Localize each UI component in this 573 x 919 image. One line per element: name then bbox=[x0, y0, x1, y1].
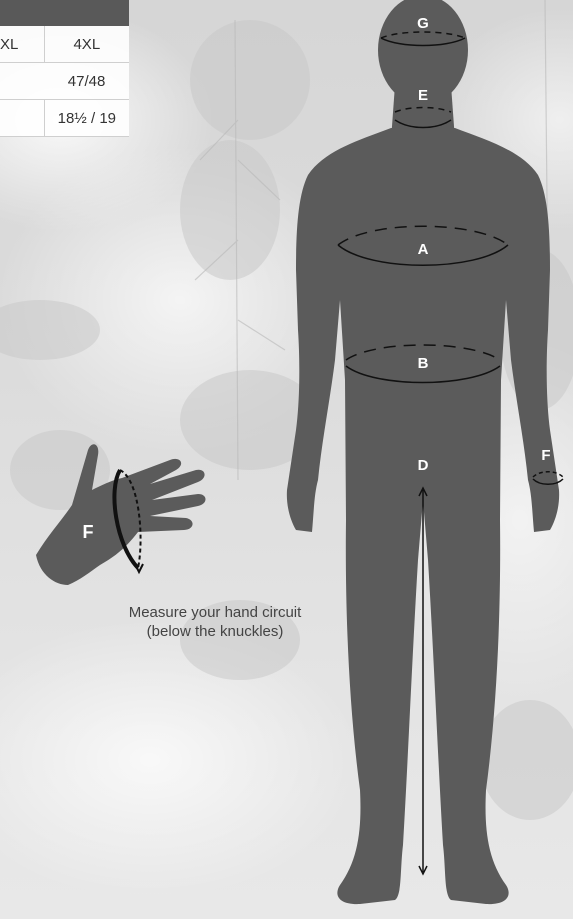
label-a: A bbox=[418, 241, 429, 258]
label-b: B bbox=[418, 355, 429, 372]
hand-caption-line2: (below the knuckles) bbox=[147, 622, 284, 641]
label-e: E bbox=[418, 87, 428, 104]
label-f-wrist: F bbox=[541, 447, 550, 464]
label-f-hand: F bbox=[83, 522, 94, 542]
label-d: D bbox=[418, 457, 429, 474]
label-g: G bbox=[417, 15, 429, 32]
hand-illustration: F bbox=[36, 444, 206, 585]
hand-caption-line1: Measure your hand circuit bbox=[129, 603, 302, 622]
